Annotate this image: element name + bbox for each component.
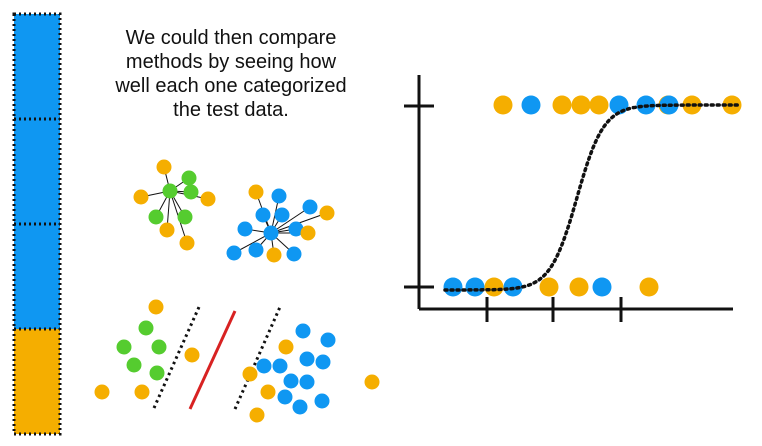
logistic-regression-plot xyxy=(404,75,742,322)
green-dot xyxy=(177,209,193,225)
plot-point-bottom-blue xyxy=(443,277,463,297)
orange-dot xyxy=(159,222,175,238)
orange-dot xyxy=(242,366,258,382)
orange-dot xyxy=(266,247,282,263)
blue-dot xyxy=(299,351,315,367)
blue-dot xyxy=(292,399,308,415)
column-segment-orange xyxy=(14,329,60,434)
blue-dot xyxy=(320,332,336,348)
green-dot xyxy=(183,184,199,200)
orange-dot xyxy=(156,159,172,175)
blue-dot xyxy=(277,389,293,405)
blue-dot xyxy=(286,246,302,262)
caption-line-2: methods by seeing how xyxy=(125,51,337,73)
plot-point-bottom-blue xyxy=(465,277,485,297)
column-segment-blue xyxy=(14,224,60,329)
caption-line-4: the test data. xyxy=(173,99,289,121)
blue-dot xyxy=(256,358,272,374)
green-dot xyxy=(148,209,164,225)
query-point xyxy=(162,183,178,199)
decision-boundary xyxy=(188,310,237,410)
blue-dot xyxy=(283,373,299,389)
query-point xyxy=(263,225,279,241)
plot-point-top-orange xyxy=(571,95,591,115)
plot-point-bottom-orange xyxy=(569,277,589,297)
margin-line-left xyxy=(152,306,201,409)
blue-dot xyxy=(299,374,315,390)
blue-dot xyxy=(271,188,287,204)
svm-illustration xyxy=(94,299,380,423)
blue-dot xyxy=(248,242,264,258)
neighbor-edge xyxy=(270,206,311,234)
green-dot xyxy=(181,170,197,186)
orange-dot xyxy=(200,191,216,207)
blue-dot xyxy=(274,207,290,223)
caption-line-1: We could then compare xyxy=(125,27,337,49)
orange-dot xyxy=(148,299,164,315)
orange-dot xyxy=(248,184,264,200)
plot-point-top-orange xyxy=(493,95,513,115)
orange-dot xyxy=(134,384,150,400)
blue-dot xyxy=(315,354,331,370)
plot-point-bottom-blue xyxy=(592,277,612,297)
green-dot xyxy=(126,357,142,373)
orange-dot xyxy=(278,339,294,355)
knn-illustration xyxy=(133,159,335,263)
sigmoid-curve xyxy=(443,103,741,292)
caption-line-3: well each one categorized xyxy=(115,75,347,97)
column-segment-blue xyxy=(14,14,60,119)
green-dot xyxy=(149,365,165,381)
plot-point-bottom-orange xyxy=(484,277,504,297)
blue-dot xyxy=(272,358,288,374)
orange-dot xyxy=(184,347,200,363)
orange-dot xyxy=(249,407,265,423)
plot-point-bottom-orange xyxy=(639,277,659,297)
blue-dot xyxy=(255,207,271,223)
margin-line-right xyxy=(233,306,282,410)
orange-dot xyxy=(133,189,149,205)
plot-point-bottom-orange xyxy=(539,277,559,297)
green-dot xyxy=(116,339,132,355)
green-dot xyxy=(138,320,154,336)
blue-dot xyxy=(295,323,311,339)
test-data-column xyxy=(12,12,62,436)
plot-point-top-blue xyxy=(521,95,541,115)
orange-dot xyxy=(319,205,335,221)
orange-dot xyxy=(179,235,195,251)
blue-dot xyxy=(288,221,304,237)
green-dot xyxy=(151,339,167,355)
orange-dot xyxy=(300,225,316,241)
blue-dot xyxy=(302,199,318,215)
blue-dot xyxy=(237,221,253,237)
plot-point-top-orange xyxy=(552,95,572,115)
plot-point-top-orange xyxy=(589,95,609,115)
caption-text: We could then compare methods by seeing … xyxy=(96,26,366,122)
blue-dot xyxy=(314,393,330,409)
orange-dot xyxy=(364,374,380,390)
orange-dot xyxy=(94,384,110,400)
blue-dot xyxy=(226,245,242,261)
column-segment-blue xyxy=(14,119,60,224)
orange-dot xyxy=(260,384,276,400)
